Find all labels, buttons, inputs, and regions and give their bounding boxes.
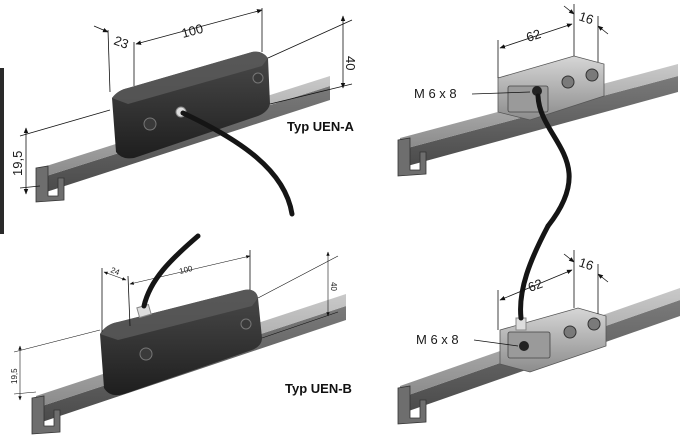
dim-a-rail-height: 19,5 [10,151,25,176]
dim-b-rail-height: 19,5 [10,368,19,384]
cable-b-detail [518,223,551,321]
sensor-uen-a-detail: 62 16 M 6 x 8 [397,4,678,229]
housing-a [112,51,270,159]
dim-b-offset: 62 [526,276,545,295]
dim-a-width: 23 [112,33,131,52]
housing-a-top [112,51,268,104]
sensor-uen-b-detail: 62 16 M 6 x 8 [397,223,680,425]
label-thread-a: M 6 x 8 [414,86,457,101]
thread-hole-b [519,341,529,351]
sensor-head-b [507,331,551,359]
housing-b [100,289,262,396]
label-type-a: Typ UEN-A [287,119,355,134]
bolt-hole-b2 [587,317,601,331]
bolt-hole-a1 [561,75,575,89]
rail-a-detail-profile [397,137,427,177]
cable-a-detail [535,93,572,229]
rail-b-profile [31,395,61,435]
bolt-hole-a2 [585,68,599,82]
dim-b-spacing: 16 [577,255,595,274]
cable-a [180,110,295,217]
dim-a-height: 40 [343,56,358,70]
sensor-uen-b: 24 100 40 19,5 Typ UEN-B [10,233,352,435]
dim-a-spacing: 16 [577,9,595,28]
screw-a-right [252,72,264,84]
dim-a-offset: 62 [524,26,542,45]
rail-b-detail-profile [397,385,427,425]
dim-b-length: 100 [178,264,194,276]
rail-a-profile [35,165,65,203]
screw-b-left [139,347,153,361]
edge-marker [0,68,4,234]
rail-a-detail-side [400,76,678,168]
label-thread-b: M 6 x 8 [416,332,459,347]
sensor-uen-a: 23 100 40 19,5 Typ UEN-A [10,8,358,217]
label-type-b: Typ UEN-B [285,381,352,396]
screw-a-left [143,117,157,131]
housing-b-top [100,289,258,340]
dim-b-height: 40 [329,282,338,291]
screw-b-right [240,318,252,330]
thread-hole-a [532,86,542,96]
dim-b-width: 24 [109,266,121,278]
bolt-hole-b1 [563,325,577,339]
dim-a-length: 100 [180,21,205,41]
